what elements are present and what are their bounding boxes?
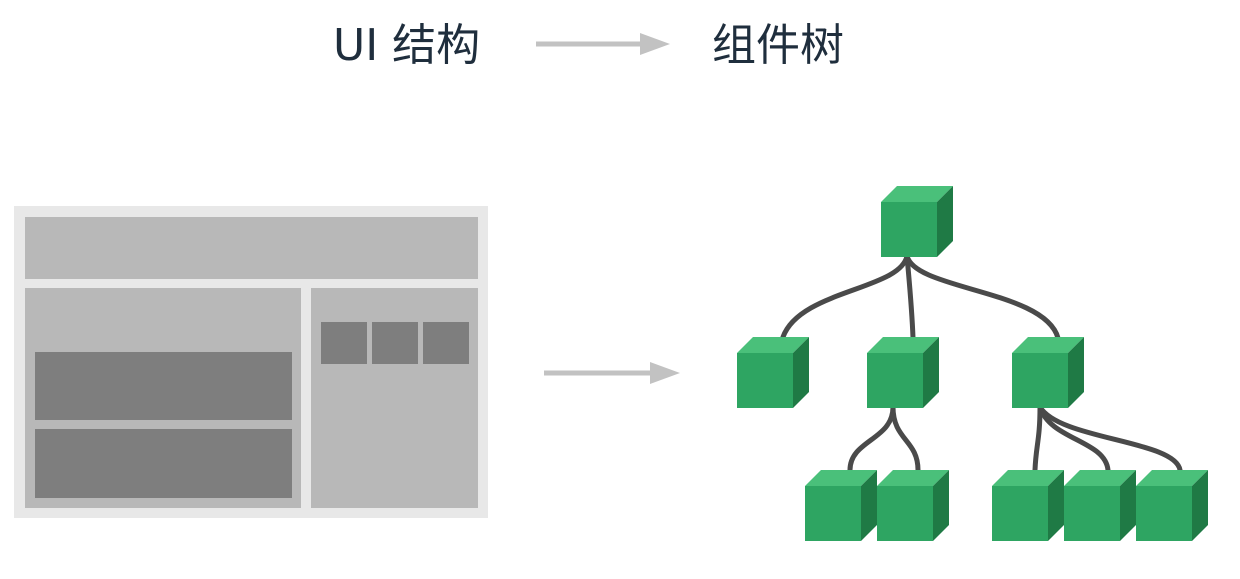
leaf-node-3-side-face <box>1048 470 1064 541</box>
child-node-left-side-face <box>793 337 809 408</box>
edge-right-to-child-2 <box>1037 404 1111 473</box>
transform-arrow <box>544 362 680 384</box>
transform-arrow-head <box>650 362 680 384</box>
tree-nodes <box>737 186 1208 541</box>
leaf-node-1-side-face <box>861 470 877 541</box>
tree-edges <box>780 253 1183 473</box>
component-tree-title: 组件树 <box>712 20 844 71</box>
leaf-node-4 <box>1064 470 1136 541</box>
child-node-middle-side-face <box>923 337 939 408</box>
leaf-node-3-front-face <box>992 486 1048 541</box>
ui-wireframe <box>14 206 488 518</box>
leaf-node-2-side-face <box>933 470 949 541</box>
edge-middle-to-child-2 <box>890 404 921 473</box>
child-node-middle-front-face <box>867 353 923 408</box>
ui-structure-title: UI 结构 <box>333 20 481 71</box>
wireframe-sidebar-tile-2 <box>372 322 418 364</box>
leaf-node-3-top-face <box>992 470 1064 486</box>
wireframe-sidebar-tile-1 <box>321 322 367 364</box>
leaf-node-1-top-face <box>805 470 877 486</box>
child-node-left-front-face <box>737 353 793 408</box>
leaf-node-5-side-face <box>1192 470 1208 541</box>
edge-middle-to-child-1 <box>847 404 896 473</box>
root-node-top-face <box>881 186 953 202</box>
edge-root-to-right <box>904 253 1061 341</box>
child-node-right-front-face <box>1012 353 1068 408</box>
leaf-node-3 <box>992 470 1064 541</box>
root-node-front-face <box>881 202 937 257</box>
child-node-right-side-face <box>1068 337 1084 408</box>
leaf-node-5-top-face <box>1136 470 1208 486</box>
title-arrow-head <box>640 33 670 55</box>
edge-root-to-middle <box>904 253 916 341</box>
leaf-node-1-front-face <box>805 486 861 541</box>
child-node-left <box>737 337 809 408</box>
leaf-node-4-top-face <box>1064 470 1136 486</box>
wireframe-content-block-bottom <box>35 429 292 498</box>
leaf-node-4-side-face <box>1120 470 1136 541</box>
leaf-node-5 <box>1136 470 1208 541</box>
child-node-right <box>1012 337 1084 408</box>
leaf-node-2-top-face <box>877 470 949 486</box>
title-arrow <box>536 33 670 55</box>
child-node-left-top-face <box>737 337 809 353</box>
edge-right-to-child-1 <box>1032 404 1043 473</box>
leaf-node-2-front-face <box>877 486 933 541</box>
child-node-right-top-face <box>1012 337 1084 353</box>
child-node-middle-top-face <box>867 337 939 353</box>
leaf-node-5-front-face <box>1136 486 1192 541</box>
edge-right-to-child-3 <box>1037 404 1183 473</box>
wireframe-header <box>25 217 478 279</box>
edge-root-to-left <box>780 253 910 340</box>
leaf-node-4-front-face <box>1064 486 1120 541</box>
leaf-node-1 <box>805 470 877 541</box>
root-node <box>881 186 953 257</box>
wireframe-content-block-top <box>35 352 292 420</box>
child-node-middle <box>867 337 939 408</box>
wireframe-sidebar-tile-3 <box>423 322 469 364</box>
root-node-side-face <box>937 186 953 257</box>
leaf-node-2 <box>877 470 949 541</box>
